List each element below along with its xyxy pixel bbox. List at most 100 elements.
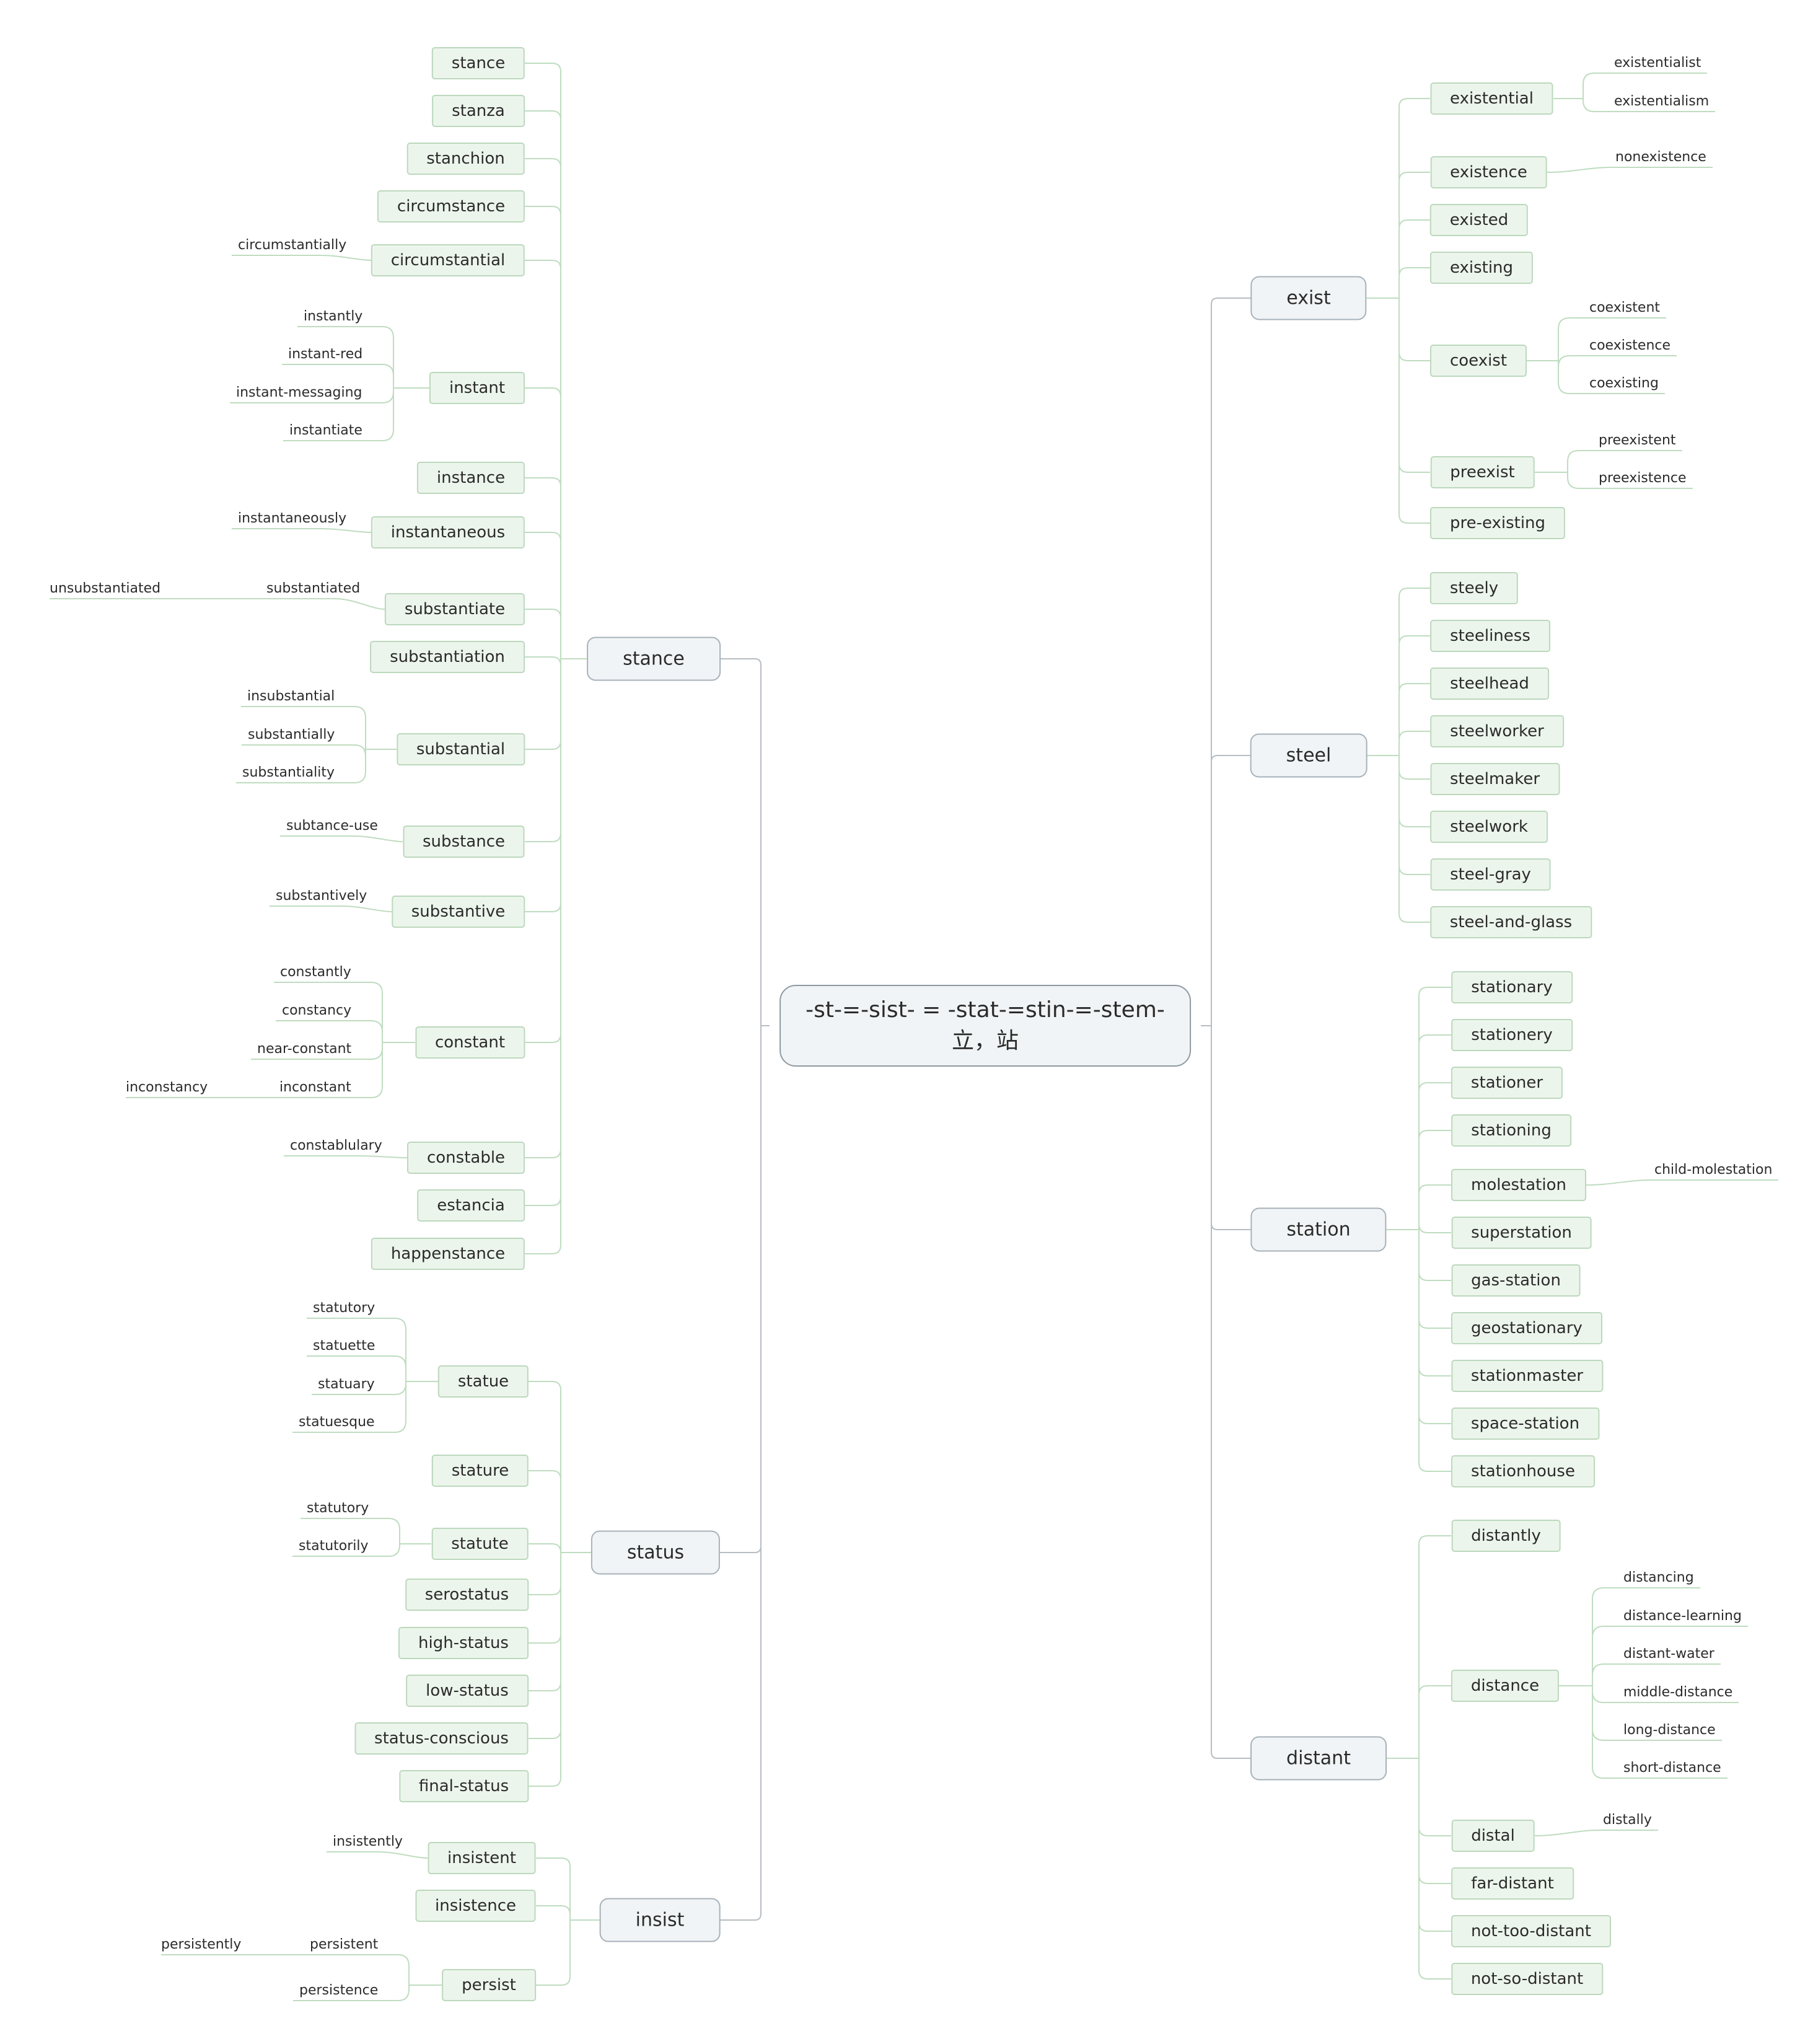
topic-high-status[interactable]: high-status	[398, 1627, 529, 1659]
leaf-persistence[interactable]: persistence	[299, 1983, 379, 1998]
leaf-statutory[interactable]: statutory	[307, 1500, 369, 1516]
topic-far-distant[interactable]: far-distant	[1451, 1867, 1574, 1900]
topic-existence[interactable]: existence	[1430, 156, 1547, 188]
topic-stationery[interactable]: stationery	[1451, 1019, 1573, 1051]
topic-substantive[interactable]: substantive	[391, 896, 525, 928]
topic-preexist[interactable]: preexist	[1430, 456, 1535, 488]
topic-insistent[interactable]: insistent	[428, 1842, 536, 1874]
topic-not-too-distant[interactable]: not-too-distant	[1451, 1915, 1611, 1947]
topic-persist[interactable]: persist	[442, 1969, 536, 2001]
topic-stanchion[interactable]: stanchion	[406, 143, 525, 175]
topic-molestation[interactable]: molestation	[1451, 1169, 1586, 1201]
topic-circumstance[interactable]: circumstance	[377, 190, 525, 222]
topic-estancia[interactable]: estancia	[417, 1189, 525, 1222]
topic-existential[interactable]: existential	[1430, 82, 1553, 115]
topic-stature[interactable]: stature	[431, 1455, 529, 1487]
topic-steel-gray[interactable]: steel-gray	[1430, 858, 1551, 891]
topic-steelhead[interactable]: steelhead	[1430, 667, 1549, 700]
leaf-substantiality[interactable]: substantiality	[242, 765, 335, 780]
leaf-instantaneously[interactable]: instantaneously	[238, 511, 347, 526]
leaf-subtance-use[interactable]: subtance-use	[286, 818, 378, 834]
topic-happenstance[interactable]: happenstance	[371, 1238, 525, 1270]
leaf-instant-messaging[interactable]: instant-messaging	[236, 385, 362, 400]
leaf-inconstancy[interactable]: inconstancy	[126, 1080, 208, 1095]
leaf-near-constant[interactable]: near-constant	[257, 1041, 352, 1057]
topic-distal[interactable]: distal	[1451, 1820, 1535, 1852]
leaf-substantiated[interactable]: substantiated	[266, 581, 361, 596]
leaf-substantially[interactable]: substantially	[248, 727, 335, 742]
leaf-distally[interactable]: distally	[1603, 1812, 1652, 1828]
topic-status-conscious[interactable]: status-conscious	[354, 1722, 529, 1755]
leaf-statutorily[interactable]: statutorily	[299, 1538, 369, 1554]
topic-instantaneous[interactable]: instantaneous	[371, 516, 525, 548]
leaf-middle-distance[interactable]: middle-distance	[1623, 1685, 1733, 1700]
branch-insist[interactable]: insist	[599, 1898, 721, 1942]
branch-steel[interactable]: steel	[1250, 733, 1367, 778]
topic-constable[interactable]: constable	[406, 1142, 525, 1174]
leaf-statutory[interactable]: statutory	[313, 1300, 375, 1316]
leaf-statuary[interactable]: statuary	[318, 1377, 375, 1392]
leaf-instant-red[interactable]: instant-red	[288, 346, 363, 362]
topic-circumstantial[interactable]: circumstantial	[371, 244, 525, 276]
leaf-existentialism[interactable]: existentialism	[1614, 94, 1710, 109]
leaf-existentialist[interactable]: existentialist	[1614, 55, 1701, 71]
topic-superstation[interactable]: superstation	[1451, 1217, 1592, 1249]
leaf-circumstantially[interactable]: circumstantially	[238, 237, 347, 253]
topic-stationing[interactable]: stationing	[1451, 1114, 1571, 1147]
leaf-preexistence[interactable]: preexistence	[1599, 470, 1687, 486]
topic-statue[interactable]: statue	[437, 1365, 529, 1398]
topic-pre-existing[interactable]: pre-existing	[1429, 507, 1566, 539]
leaf-insubstantial[interactable]: insubstantial	[247, 689, 335, 704]
leaf-child-molestation[interactable]: child-molestation	[1654, 1162, 1773, 1178]
leaf-short-distance[interactable]: short-distance	[1623, 1760, 1721, 1776]
leaf-coexistent[interactable]: coexistent	[1589, 300, 1661, 315]
leaf-constantly[interactable]: constantly	[280, 964, 351, 980]
topic-substance[interactable]: substance	[403, 826, 525, 858]
topic-serostatus[interactable]: serostatus	[405, 1579, 529, 1611]
branch-distant[interactable]: distant	[1250, 1736, 1387, 1781]
leaf-insistently[interactable]: insistently	[333, 1834, 403, 1849]
leaf-distance-learning[interactable]: distance-learning	[1623, 1608, 1742, 1624]
leaf-distant-water[interactable]: distant-water	[1623, 1646, 1714, 1662]
topic-substantiate[interactable]: substantiate	[384, 593, 525, 625]
leaf-persistently[interactable]: persistently	[161, 1937, 242, 1952]
branch-status[interactable]: status	[590, 1530, 721, 1575]
leaf-instantly[interactable]: instantly	[304, 309, 363, 324]
leaf-distancing[interactable]: distancing	[1623, 1570, 1694, 1585]
topic-geostationary[interactable]: geostationary	[1451, 1312, 1602, 1344]
leaf-nonexistence[interactable]: nonexistence	[1615, 149, 1706, 165]
leaf-statuesque[interactable]: statuesque	[299, 1414, 375, 1430]
leaf-statuette[interactable]: statuette	[313, 1338, 375, 1354]
topic-distantly[interactable]: distantly	[1451, 1520, 1561, 1552]
leaf-coexisting[interactable]: coexisting	[1589, 376, 1659, 391]
leaf-persistent[interactable]: persistent	[310, 1937, 379, 1952]
topic-statute[interactable]: statute	[431, 1528, 529, 1560]
topic-coexist[interactable]: coexist	[1429, 345, 1527, 377]
leaf-constablulary[interactable]: constablulary	[290, 1138, 382, 1153]
leaf-constancy[interactable]: constancy	[282, 1003, 352, 1018]
topic-stanza[interactable]: stanza	[432, 95, 525, 127]
topic-steelworker[interactable]: steelworker	[1430, 715, 1564, 747]
leaf-unsubstantiated[interactable]: unsubstantiated	[50, 581, 161, 596]
topic-stationer[interactable]: stationer	[1451, 1067, 1563, 1099]
branch-exist[interactable]: exist	[1250, 276, 1367, 320]
leaf-coexistence[interactable]: coexistence	[1589, 338, 1671, 353]
topic-steely[interactable]: steely	[1429, 572, 1519, 604]
topic-instance[interactable]: instance	[416, 462, 525, 494]
branch-stance[interactable]: stance	[587, 637, 721, 681]
topic-steelmaker[interactable]: steelmaker	[1429, 763, 1560, 795]
leaf-instantiate[interactable]: instantiate	[289, 423, 362, 438]
topic-distance[interactable]: distance	[1451, 1670, 1560, 1702]
topic-low-status[interactable]: low-status	[406, 1675, 529, 1707]
topic-stationary[interactable]: stationary	[1451, 971, 1573, 1003]
topic-gas-station[interactable]: gas-station	[1451, 1264, 1581, 1297]
topic-existing[interactable]: existing	[1429, 252, 1534, 284]
topic-steelwork[interactable]: steelwork	[1430, 811, 1548, 843]
topic-existed[interactable]: existed	[1429, 204, 1529, 236]
topic-final-status[interactable]: final-status	[398, 1770, 529, 1802]
leaf-long-distance[interactable]: long-distance	[1623, 1722, 1716, 1738]
topic-constant[interactable]: constant	[415, 1026, 525, 1059]
topic-stationmaster[interactable]: stationmaster	[1451, 1360, 1604, 1392]
topic-not-so-distant[interactable]: not-so-distant	[1451, 1963, 1604, 1995]
topic-insistence[interactable]: insistence	[415, 1890, 536, 1922]
